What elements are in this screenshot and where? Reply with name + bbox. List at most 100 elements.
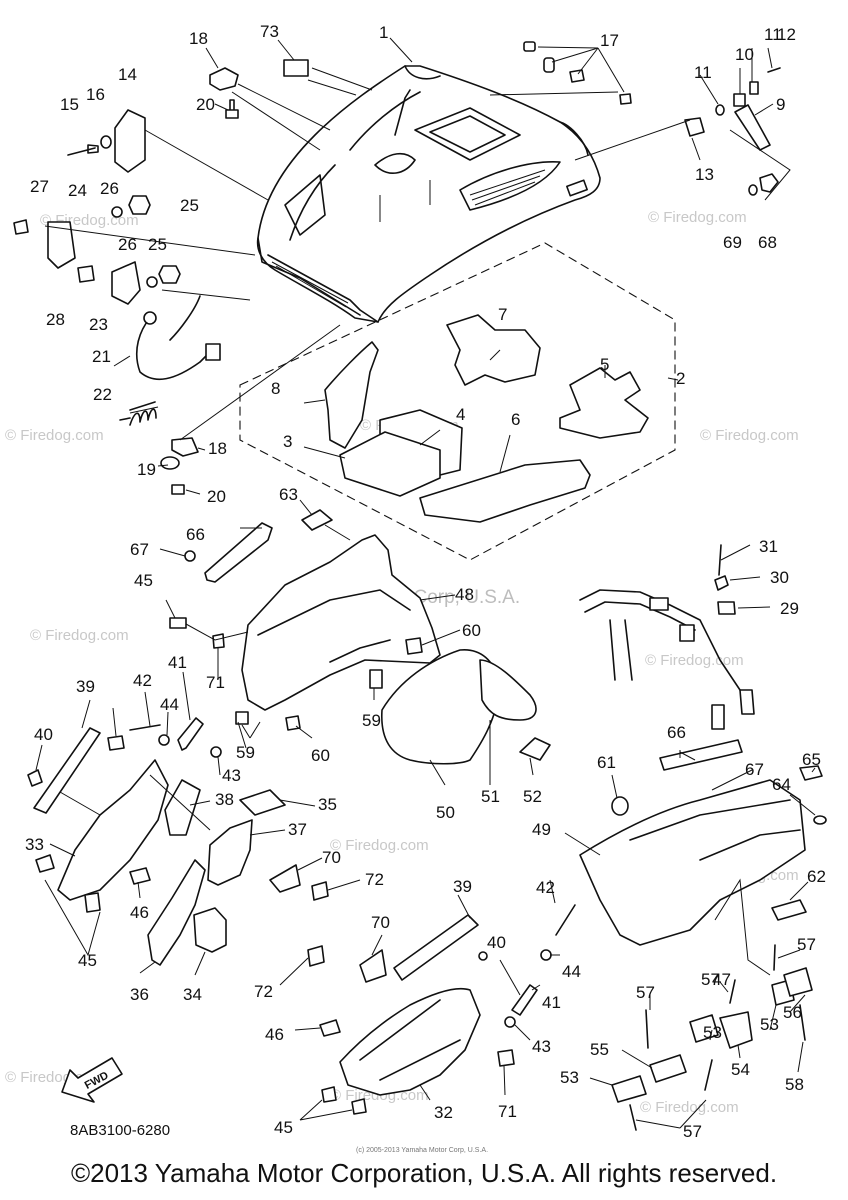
- callout-number: 40: [34, 725, 53, 744]
- callout-number: 71: [498, 1102, 517, 1121]
- watermark-text: © Firedog.com: [640, 1099, 739, 1116]
- callout-number: 5: [600, 355, 609, 374]
- callout-number: 2: [676, 369, 685, 388]
- callout-labels: 1 2 3 4 5 6 7 8 9 10 11 11 12 13 14 15 1…: [25, 22, 826, 1141]
- watermark-text: © Firedog.com: [648, 209, 747, 226]
- hardware-top: [13, 41, 781, 495]
- callout-number: 68: [758, 233, 777, 252]
- callout-number: 42: [133, 671, 152, 690]
- callout-number: 57: [797, 935, 816, 954]
- callout-number: 53: [760, 1015, 779, 1034]
- lower-right-cowling-parts: [579, 739, 827, 1131]
- callout-number: 57: [683, 1122, 702, 1141]
- callout-number: 55: [590, 1040, 609, 1059]
- fine-print: (c) 2005-2013 Yamaha Motor Corp, U.S.A.: [356, 1147, 488, 1154]
- callout-number: 20: [196, 95, 215, 114]
- callout-number: 9: [776, 95, 785, 114]
- callout-number: 39: [76, 677, 95, 696]
- callout-number: 4: [456, 405, 465, 424]
- leader-lines: [35, 37, 816, 1129]
- callout-number: 13: [695, 165, 714, 184]
- callout-number: 43: [222, 766, 241, 785]
- callout-number: 57: [701, 970, 720, 989]
- diagram-code: 8AB3100-6280: [70, 1122, 170, 1139]
- callout-number: 11: [694, 63, 712, 82]
- callout-number: 22: [93, 385, 112, 404]
- callout-number: 27: [30, 177, 49, 196]
- callout-number: 52: [523, 787, 542, 806]
- callout-number: 40: [487, 933, 506, 952]
- callout-number: 72: [254, 982, 273, 1001]
- callout-number: 38: [215, 790, 234, 809]
- hood-part-1: [256, 65, 601, 323]
- callout-number: 51: [481, 787, 500, 806]
- callout-number: 73: [260, 22, 279, 41]
- callout-number: 29: [780, 599, 799, 618]
- callout-number: 57: [636, 983, 655, 1002]
- steering-frame-parts: [579, 544, 755, 730]
- callout-number: 25: [148, 235, 167, 254]
- callout-number: 17: [600, 31, 619, 50]
- callout-number: 46: [130, 903, 149, 922]
- callout-number: 59: [236, 743, 255, 762]
- callout-number: 23: [89, 315, 108, 334]
- watermark-text: © Firedog.com: [645, 652, 744, 669]
- callout-number: 3: [283, 432, 292, 451]
- callout-number: 56: [783, 1003, 802, 1022]
- callout-number: 39: [453, 877, 472, 896]
- callout-number: 19: [137, 460, 156, 479]
- callout-number: 18: [189, 29, 208, 48]
- callout-number: 45: [274, 1118, 293, 1137]
- watermark-text: © Firedog.com: [30, 627, 129, 644]
- callout-number: 53: [703, 1023, 722, 1042]
- callout-number: 60: [311, 746, 330, 765]
- callout-number: 59: [362, 711, 381, 730]
- callout-number: 30: [770, 568, 789, 587]
- callout-number: 66: [186, 525, 205, 544]
- callout-number: 48: [455, 585, 474, 604]
- watermark-text: © Firedog.com: [700, 427, 799, 444]
- callout-number: 61: [597, 753, 616, 772]
- callout-number: 21: [92, 347, 111, 366]
- callout-number: 69: [723, 233, 742, 252]
- callout-number: 64: [772, 775, 791, 794]
- callout-number: 44: [562, 962, 581, 981]
- callout-number: 33: [25, 835, 44, 854]
- pad-set-part-2: [239, 242, 676, 561]
- callout-number: 50: [436, 803, 455, 822]
- callout-number: 49: [532, 820, 551, 839]
- callout-number: 70: [371, 913, 390, 932]
- callout-number: 60: [462, 621, 481, 640]
- callout-number: 41: [168, 653, 187, 672]
- callout-number: 34: [183, 985, 202, 1004]
- callout-number: 26: [118, 235, 137, 254]
- callout-number: 32: [434, 1103, 453, 1122]
- callout-number: 46: [265, 1025, 284, 1044]
- callout-number: 67: [745, 760, 764, 779]
- callout-number: 18: [208, 439, 227, 458]
- callout-number: 25: [180, 196, 199, 215]
- callout-number: 15: [60, 95, 79, 114]
- callout-number: 20: [207, 487, 226, 506]
- callout-number: 63: [279, 485, 298, 504]
- callout-number: 31: [759, 537, 778, 556]
- callout-number: 53: [560, 1068, 579, 1087]
- callout-number: 36: [130, 985, 149, 1004]
- callout-number: 14: [118, 65, 137, 84]
- callout-number: 70: [322, 848, 341, 867]
- callout-number: 66: [667, 723, 686, 742]
- callout-number: 67: [130, 540, 149, 559]
- middle-frame-parts: [169, 509, 551, 765]
- callout-number: 37: [288, 820, 307, 839]
- callout-number: 62: [807, 867, 826, 886]
- callout-number: 45: [134, 571, 153, 590]
- watermark-text: © Firedog.com: [330, 837, 429, 854]
- callout-number: 71: [206, 673, 225, 692]
- fwd-arrow-icon: FWD: [61, 1057, 123, 1103]
- callout-number: 43: [532, 1037, 551, 1056]
- callout-number: 11: [764, 25, 782, 44]
- callout-number: 1: [379, 23, 388, 42]
- callout-number: 44: [160, 695, 179, 714]
